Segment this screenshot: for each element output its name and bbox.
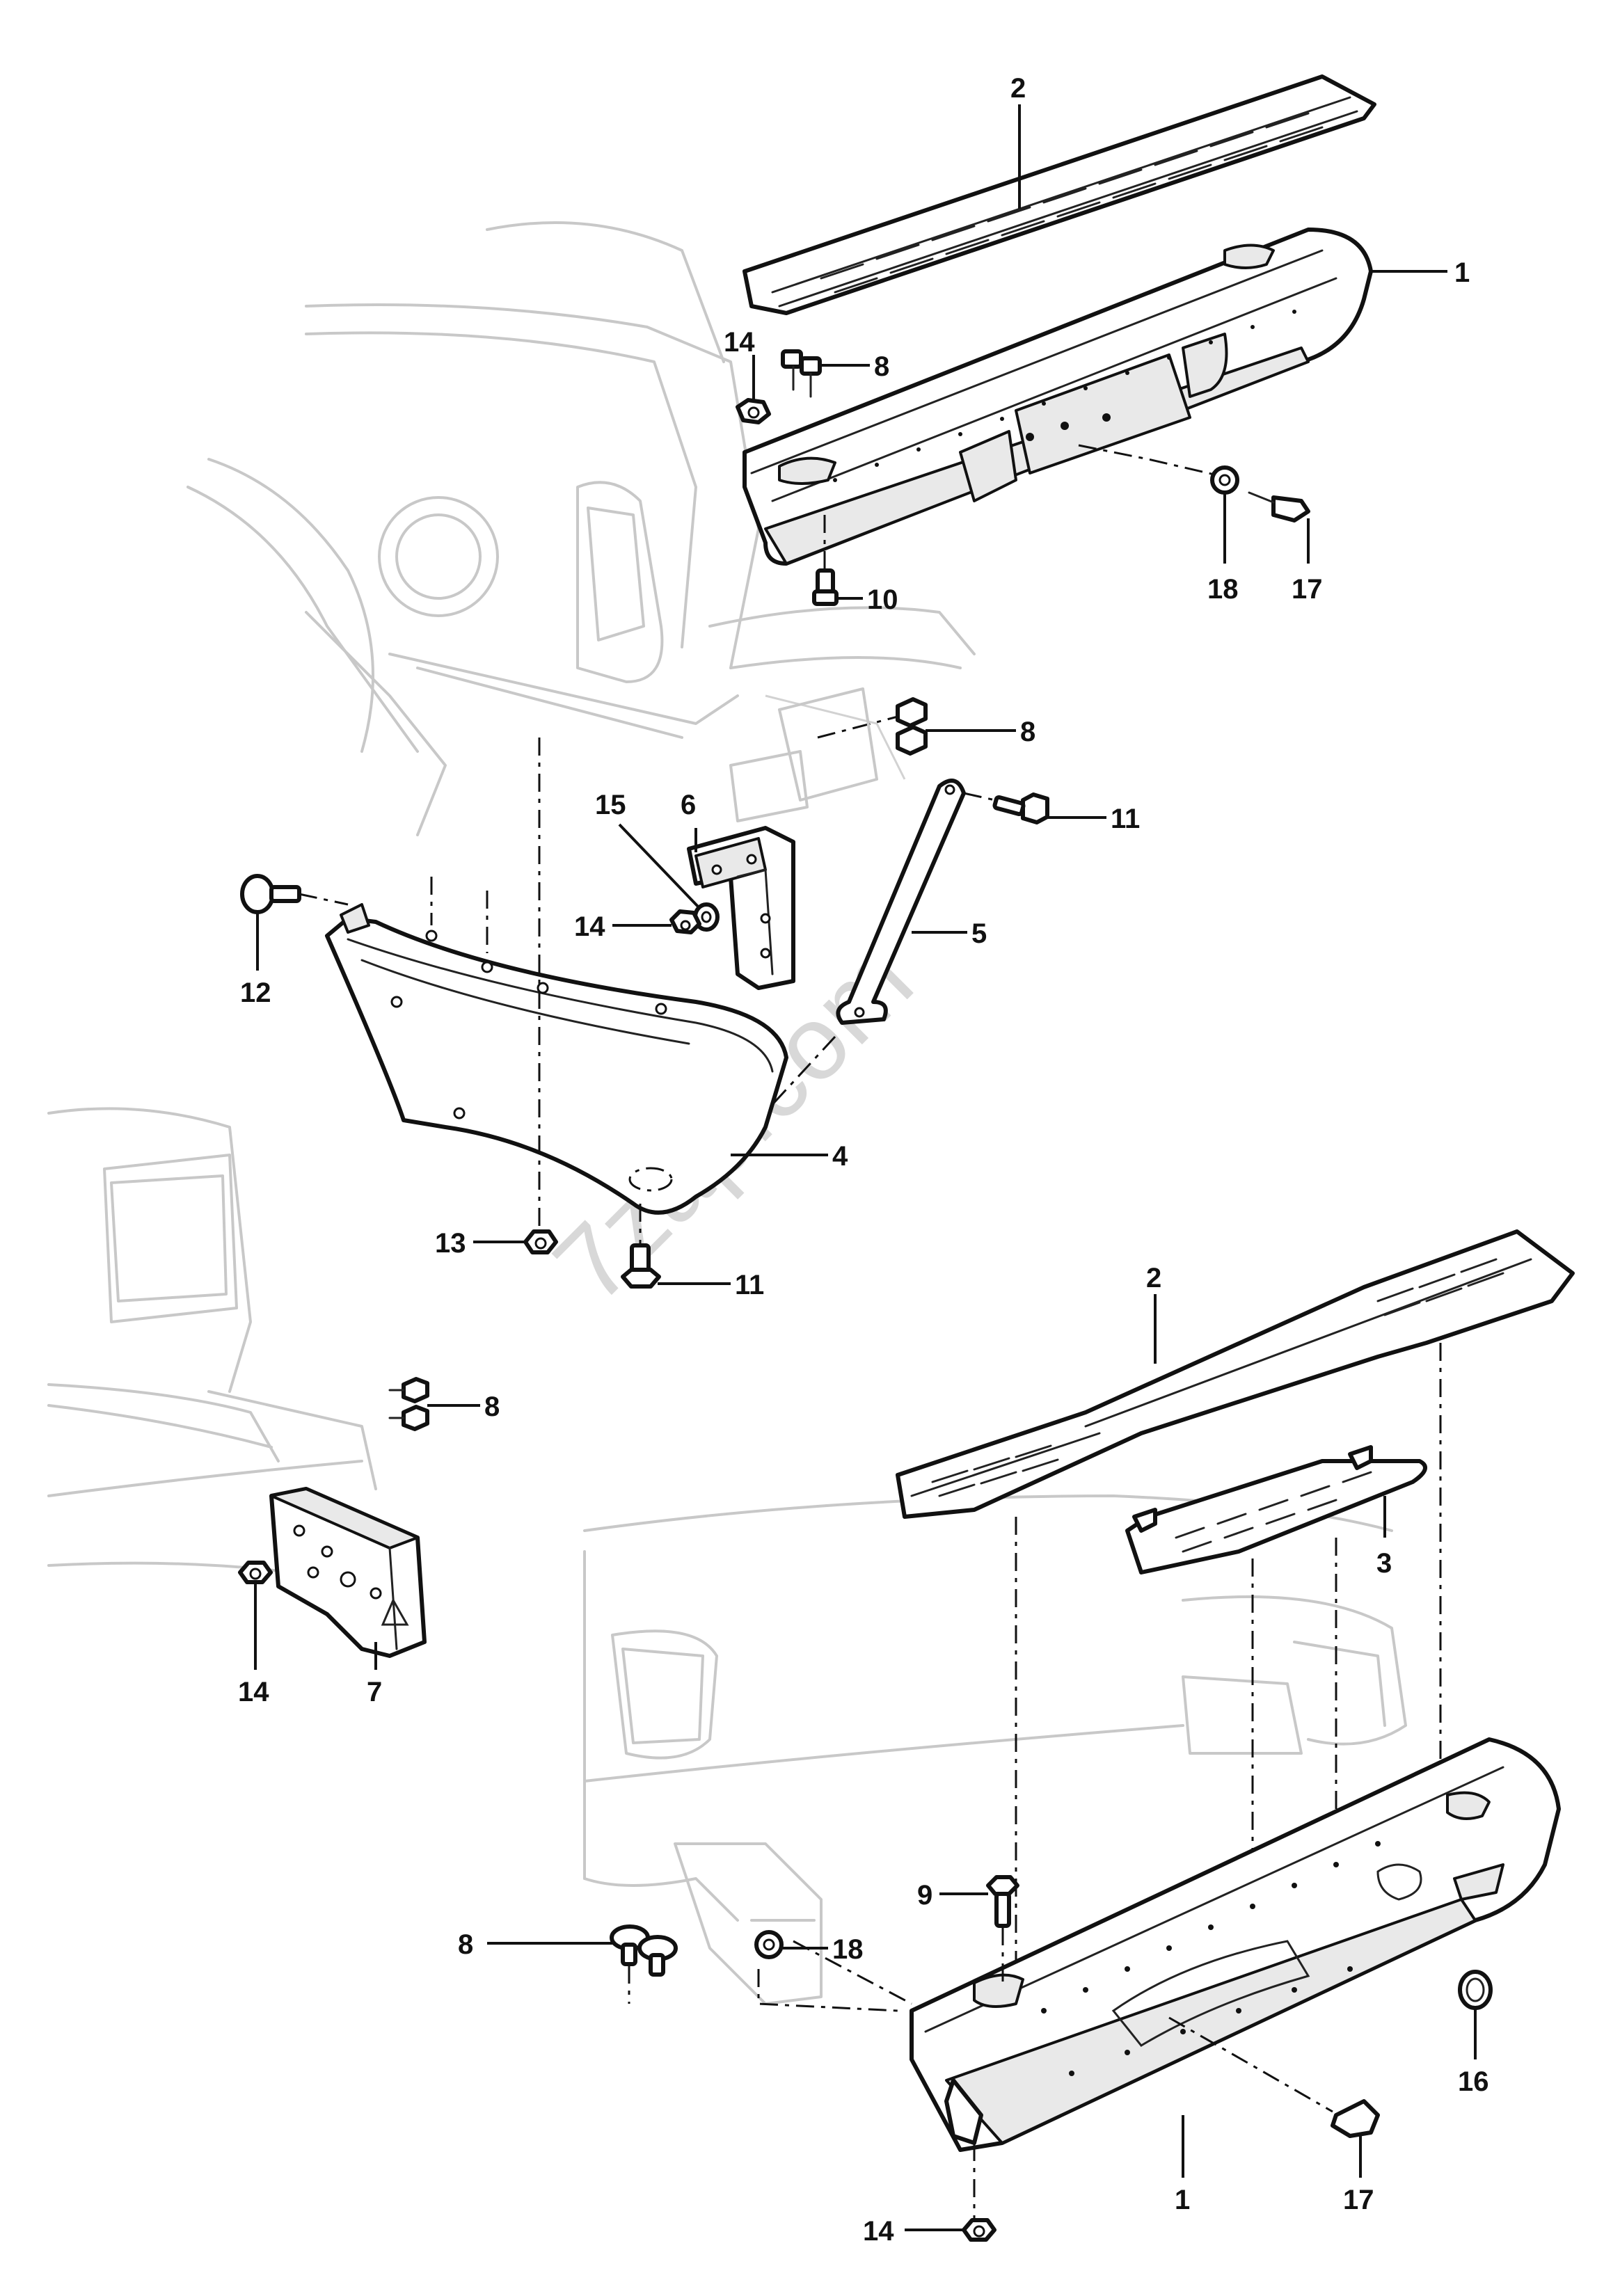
frame-bracket-ghost-lower xyxy=(674,1842,823,2005)
nut-14-left xyxy=(238,1561,273,1584)
callout-8-lower: 8 xyxy=(458,1929,612,1960)
callout-1-lower: 1 xyxy=(1175,2115,1190,2215)
svg-text:18: 18 xyxy=(1207,574,1239,605)
callout-7: 7 xyxy=(367,1642,382,1707)
callout-8-top: 8 xyxy=(820,351,889,382)
step-pad-upper xyxy=(742,74,1376,315)
callout-4: 4 xyxy=(731,1141,848,1172)
svg-text:15: 15 xyxy=(595,790,626,820)
callout-8-left: 8 xyxy=(427,1392,500,1422)
svg-text:14: 14 xyxy=(863,2216,894,2247)
svg-text:2: 2 xyxy=(1010,73,1026,104)
svg-text:5: 5 xyxy=(971,918,987,949)
callout-17-lower: 17 xyxy=(1343,2136,1374,2215)
callout-9: 9 xyxy=(917,1880,988,1911)
callout-16: 16 xyxy=(1458,2009,1489,2097)
retainer-18-top xyxy=(1078,444,1239,495)
bolt-12 xyxy=(240,874,349,914)
callout-18-top: 18 xyxy=(1207,494,1239,605)
svg-text:17: 17 xyxy=(1343,2185,1374,2215)
callout-15: 15 xyxy=(595,790,701,909)
svg-text:14: 14 xyxy=(574,911,605,942)
svg-text:1: 1 xyxy=(1454,257,1470,288)
vehicle-body-ghost-upper xyxy=(186,221,976,836)
screw-17-top xyxy=(1248,491,1310,523)
callout-14-left: 14 xyxy=(238,1584,269,1707)
step-pad-3 xyxy=(1125,1445,1427,1574)
svg-text:8: 8 xyxy=(874,351,889,382)
nut-14-middle xyxy=(669,909,701,934)
callout-17-top: 17 xyxy=(1292,518,1323,605)
step-pad-lower xyxy=(896,1229,1575,1519)
callout-2-top: 2 xyxy=(1010,73,1026,209)
svg-text:10: 10 xyxy=(867,584,898,615)
svg-text:9: 9 xyxy=(917,1880,932,1911)
bolt-9 xyxy=(986,1875,1019,1983)
callout-5: 5 xyxy=(912,918,987,949)
plug-16 xyxy=(1458,1970,1493,2010)
frame-bracket-ghost xyxy=(729,687,878,822)
bolt-8-top xyxy=(781,349,822,398)
callout-1-top: 1 xyxy=(1371,257,1470,288)
bolt-11-middle xyxy=(963,792,1049,824)
svg-text:14: 14 xyxy=(238,1677,269,1707)
svg-text:11: 11 xyxy=(735,1270,764,1300)
callout-11-lower: 11 xyxy=(658,1270,764,1300)
rear-bumper-upper xyxy=(742,228,1373,566)
callout-8-middle: 8 xyxy=(926,717,1035,747)
rear-bumper-lower xyxy=(910,1737,1561,2152)
nut-14-lower xyxy=(962,2143,996,2242)
callout-6: 6 xyxy=(681,790,697,852)
bolt-8-middle xyxy=(817,697,928,756)
nut-14-top xyxy=(736,398,771,424)
svg-text:8: 8 xyxy=(458,1929,473,1960)
vehicle-body-ghost-left xyxy=(47,1107,377,1574)
bolt-10 xyxy=(812,515,839,606)
callout-11-middle: 11 xyxy=(1047,804,1140,834)
screw-17-lower xyxy=(1168,2016,1380,2138)
callout-14-middle: 14 xyxy=(574,911,672,942)
svg-text:8: 8 xyxy=(484,1392,500,1422)
svg-text:8: 8 xyxy=(1020,717,1035,747)
bolt-8-left xyxy=(388,1377,429,1431)
bolt-8-lower xyxy=(610,1924,678,2004)
nut-13 xyxy=(523,1229,558,1254)
svg-text:4: 4 xyxy=(832,1141,848,1172)
svg-text:17: 17 xyxy=(1292,574,1323,605)
callout-14-top: 14 xyxy=(724,327,755,400)
svg-text:18: 18 xyxy=(832,1934,864,1965)
mounting-bracket-6 xyxy=(687,826,795,990)
callout-2-lower: 2 xyxy=(1146,1263,1161,1364)
mounting-bracket-7 xyxy=(269,1487,427,1658)
svg-text:11: 11 xyxy=(1111,804,1140,834)
svg-text:14: 14 xyxy=(724,327,755,358)
callout-18-lower: 18 xyxy=(783,1934,864,1965)
callout-10: 10 xyxy=(835,584,898,615)
svg-text:3: 3 xyxy=(1376,1548,1392,1579)
svg-text:2: 2 xyxy=(1146,1263,1161,1293)
callout-13: 13 xyxy=(435,1228,525,1259)
callout-12: 12 xyxy=(240,913,271,1008)
callout-14-lower: 14 xyxy=(863,2216,964,2247)
callout-3: 3 xyxy=(1376,1496,1392,1579)
bumper-end-cap-4 xyxy=(325,903,788,1215)
svg-text:1: 1 xyxy=(1175,2185,1190,2215)
svg-text:7: 7 xyxy=(367,1677,382,1707)
retainer-18-lower xyxy=(754,1930,912,2012)
svg-text:16: 16 xyxy=(1458,2066,1489,2097)
bolt-11-lower xyxy=(621,1204,661,1289)
svg-text:6: 6 xyxy=(681,790,696,820)
svg-text:12: 12 xyxy=(240,978,271,1008)
svg-text:13: 13 xyxy=(435,1228,466,1259)
